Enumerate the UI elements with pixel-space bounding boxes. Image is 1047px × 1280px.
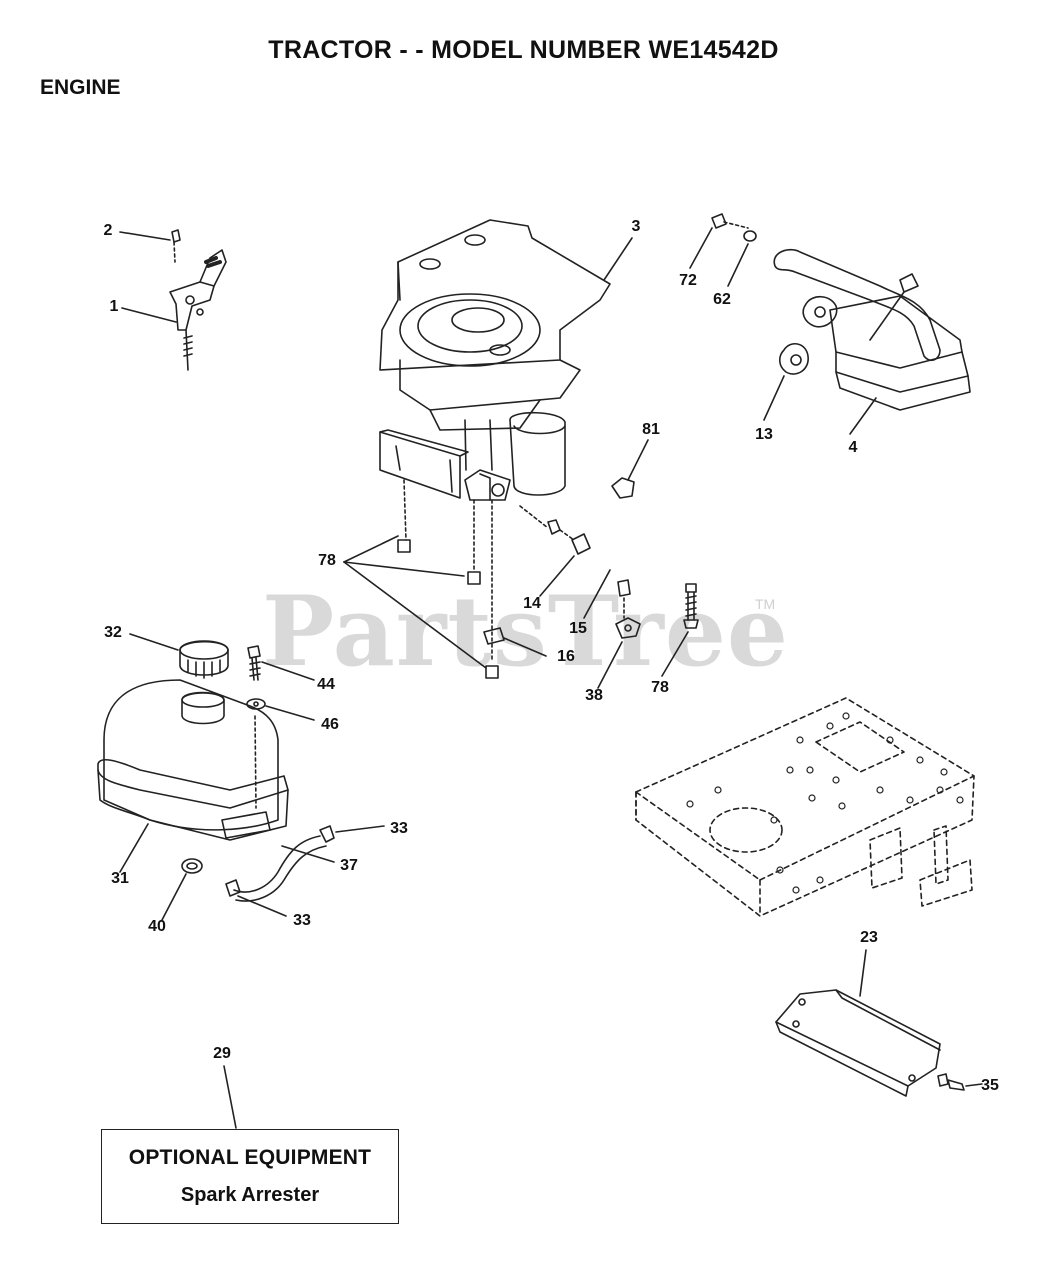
callout-16: 16 — [557, 648, 575, 665]
callout-13: 13 — [755, 426, 773, 443]
callout-78-left: 78 — [318, 552, 336, 569]
leader-62 — [727, 243, 749, 287]
callout-15: 15 — [569, 620, 587, 637]
leader-3 — [603, 237, 633, 281]
frame-part — [635, 697, 975, 917]
callout-78-right: 78 — [651, 679, 669, 696]
exhaust-gasket-part — [778, 343, 809, 375]
spacer-38-part — [615, 579, 641, 639]
leader-16 — [503, 637, 547, 657]
leader-23 — [859, 949, 867, 997]
leader-33b — [237, 895, 287, 917]
leader-78a-3 — [343, 561, 487, 669]
bolt-78-center — [467, 571, 481, 585]
leader-44 — [261, 661, 315, 681]
callout-33-upper: 33 — [390, 820, 408, 837]
screw-44-part — [247, 645, 261, 809]
callout-72: 72 — [679, 272, 697, 289]
callout-37: 37 — [340, 857, 358, 874]
nut-81-part — [611, 477, 635, 499]
page-title: TRACTOR - - MODEL NUMBER WE14542D — [268, 36, 779, 64]
leader-13 — [763, 375, 785, 421]
callout-31: 31 — [111, 870, 129, 887]
washer-16-part — [483, 627, 505, 645]
leader-31 — [119, 823, 149, 873]
callout-1: 1 — [109, 298, 119, 315]
fuel-tank-part — [97, 679, 289, 841]
grommet-40-part — [181, 858, 203, 874]
frame-holes — [686, 712, 964, 894]
callout-40: 40 — [148, 918, 166, 935]
callout-35: 35 — [981, 1077, 999, 1094]
throttle-control-part — [169, 229, 227, 371]
screw-35-part — [937, 1073, 965, 1091]
leader-2 — [119, 231, 171, 241]
callout-29: 29 — [213, 1045, 231, 1062]
fuel-line-part — [233, 835, 327, 902]
leader-78a-1 — [343, 535, 399, 563]
leader-38 — [597, 641, 623, 689]
leader-72 — [689, 227, 713, 269]
leader-81 — [627, 439, 649, 481]
callout-62: 62 — [713, 291, 731, 308]
leader-78b — [661, 631, 689, 677]
leader-78a-2 — [343, 561, 465, 577]
muffler-part — [773, 248, 971, 411]
leader-14 — [539, 555, 575, 597]
leader-1 — [121, 307, 177, 323]
leader-15 — [583, 569, 611, 619]
optional-equipment-item: Spark Arrester — [180, 1184, 320, 1206]
callout-33-lower: 33 — [293, 912, 311, 929]
callout-32: 32 — [104, 624, 122, 641]
leader-32 — [129, 633, 179, 651]
washer-46-part — [246, 698, 266, 710]
leader-4 — [849, 397, 877, 435]
watermark-trademark: TM — [755, 596, 776, 612]
leader-40 — [161, 873, 187, 921]
fitting-14-part — [547, 519, 591, 555]
optional-equipment-heading: OPTIONAL EQUIPMENT — [128, 1146, 372, 1169]
clamp-33-upper — [319, 825, 335, 843]
leader-35 — [965, 1083, 983, 1087]
leader-46 — [265, 705, 315, 721]
exhaust-bolt-part — [711, 213, 757, 242]
leader-33a — [335, 825, 385, 833]
callout-81: 81 — [642, 421, 660, 438]
fuel-cap-part — [179, 640, 229, 679]
engine-part — [379, 219, 611, 501]
clamp-33-lower — [225, 879, 241, 897]
bolt-78-left — [397, 539, 411, 553]
callout-2: 2 — [103, 222, 113, 239]
watermark: PartsTree — [262, 575, 789, 688]
callout-3: 3 — [631, 218, 641, 235]
callout-38: 38 — [585, 687, 603, 704]
section-label: ENGINE — [40, 76, 121, 99]
leader-37 — [281, 845, 335, 863]
callout-46: 46 — [321, 716, 339, 733]
callout-4: 4 — [848, 439, 858, 456]
callout-14: 14 — [523, 595, 541, 612]
leader-29 — [223, 1065, 237, 1129]
optional-equipment-box: OPTIONAL EQUIPMENT Spark Arrester — [101, 1129, 399, 1224]
callout-23: 23 — [860, 929, 878, 946]
heat-shield-part — [775, 989, 941, 1097]
bolt-78-part — [683, 583, 699, 629]
callout-44: 44 — [317, 676, 335, 693]
